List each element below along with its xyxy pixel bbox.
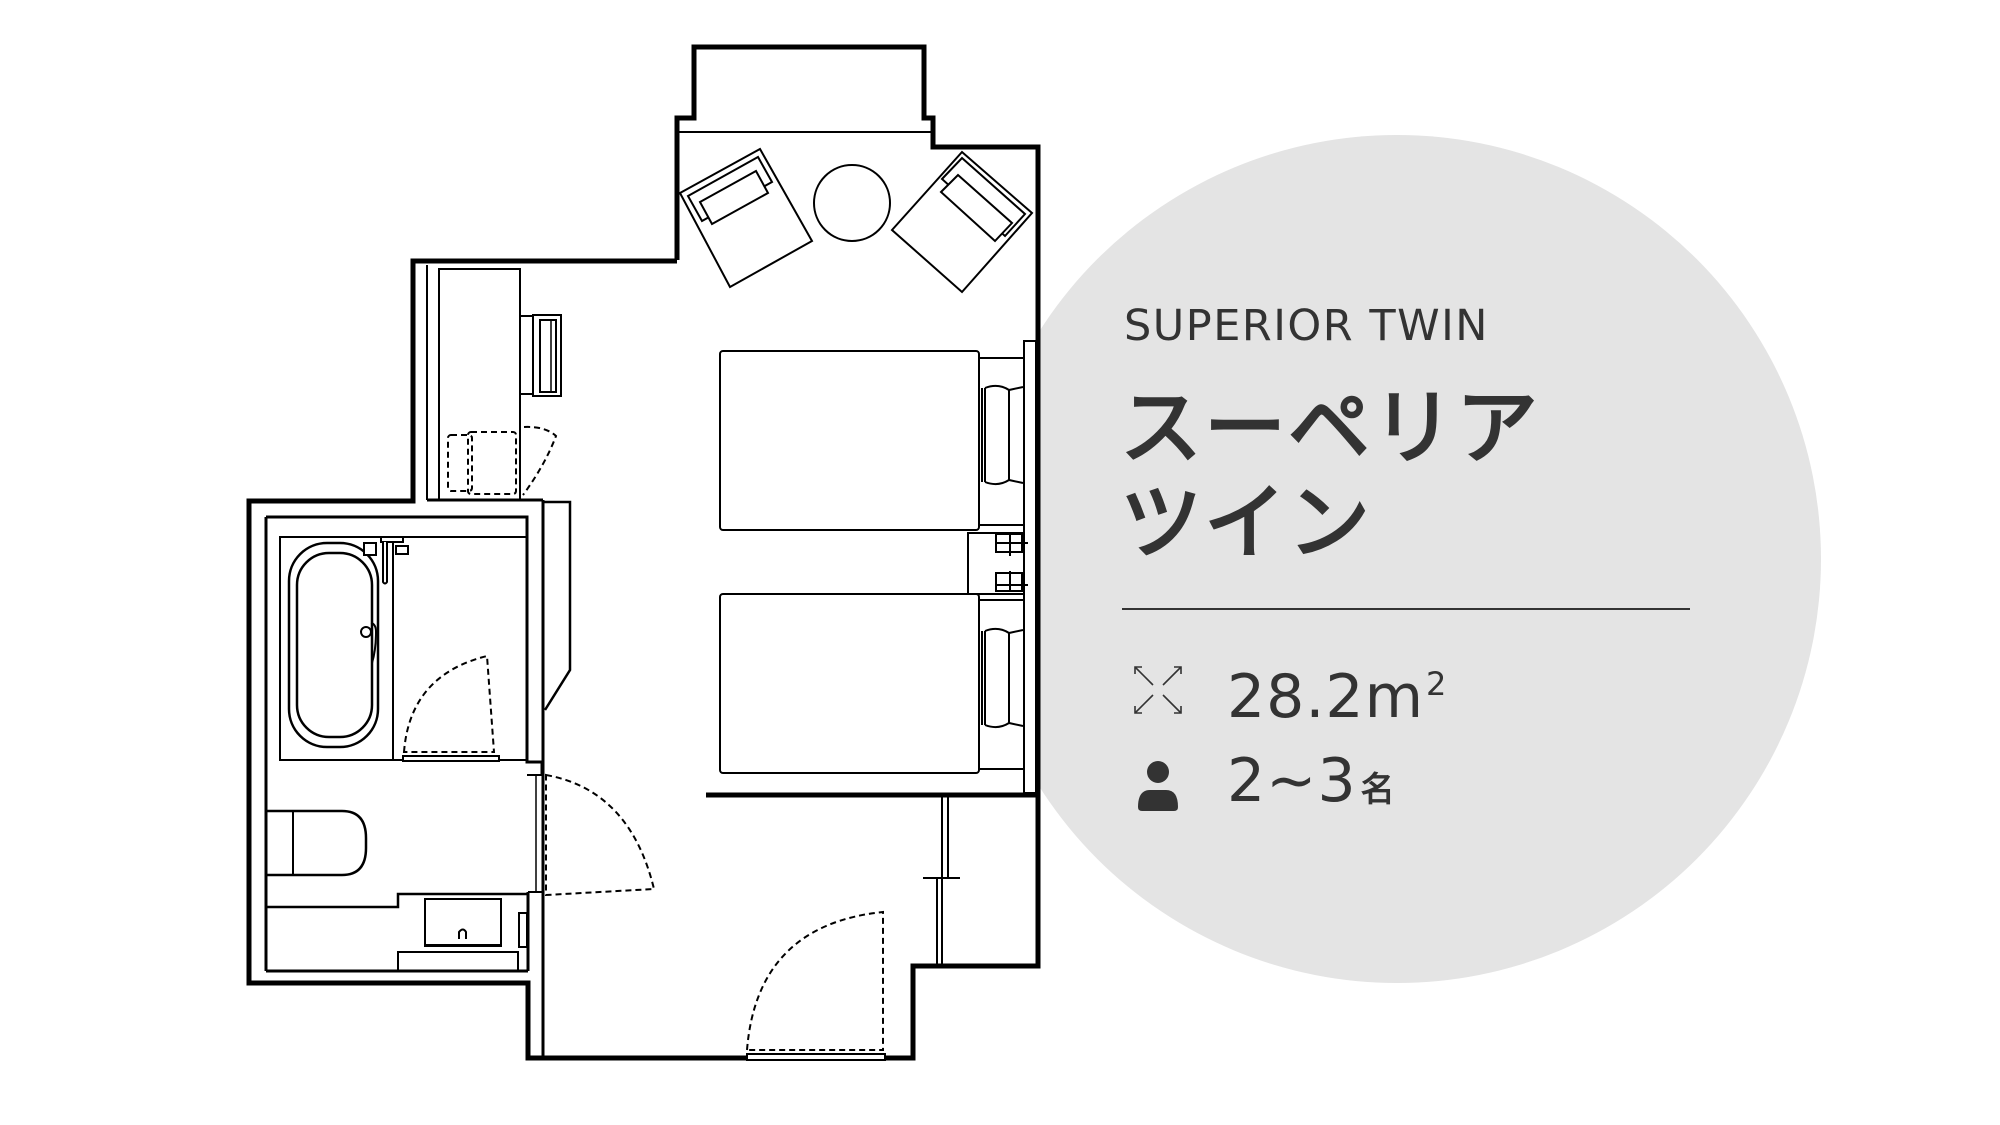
desk-chair: [447, 434, 473, 492]
bath-door-sill: [402, 755, 500, 762]
bathtub-drain: [360, 626, 372, 638]
bathroom-door-swing: [545, 773, 656, 897]
room-area-stat: 28.2m2: [1130, 660, 1446, 727]
round-table: [813, 164, 891, 242]
info-circle-background: [973, 135, 1821, 983]
armchair-left: [678, 147, 814, 289]
capacity-number: 2~3: [1227, 745, 1357, 816]
lamp-switches: [995, 533, 1028, 592]
pillow-bed-1: [981, 384, 1024, 486]
room-name-japanese: スーペリア ツイン: [1120, 381, 1540, 571]
capacity-unit: 名: [1360, 769, 1396, 810]
twin-bed-1: [719, 350, 980, 531]
pillow-bed-2: [981, 627, 1024, 729]
washbasin-counter: [267, 892, 528, 909]
bathtub-outer: [287, 541, 380, 749]
outer-wall: [246, 44, 1041, 1061]
area-number: 28.2m: [1227, 661, 1425, 732]
faucet: [363, 542, 377, 556]
room-name-japanese-line2: ツイン: [1120, 476, 1373, 571]
entry-door-sill: [746, 1053, 886, 1061]
entry-door-swing: [745, 910, 884, 1051]
tv: [532, 314, 562, 397]
desk-door-swing: [522, 425, 558, 496]
room-name-japanese-line1: スーペリア: [1120, 381, 1541, 476]
closet: [543, 500, 572, 711]
armchair-right: [890, 150, 1034, 294]
bath-door-swing: [402, 654, 496, 753]
room-area-value: 28.2m2: [1227, 654, 1447, 727]
room-name-english: SUPERIOR TWIN: [1124, 301, 1489, 351]
twin-bed-2: [719, 593, 980, 774]
bathtub-inner: [295, 551, 374, 739]
person-icon: [1130, 757, 1186, 813]
floor-plan-fill: [249, 47, 1038, 1058]
divider: [1122, 608, 1690, 610]
expand-arrows-icon: [1130, 662, 1186, 718]
area-unit-superscript: 2: [1426, 664, 1448, 703]
desk: [438, 268, 521, 501]
toilet: [267, 809, 368, 877]
